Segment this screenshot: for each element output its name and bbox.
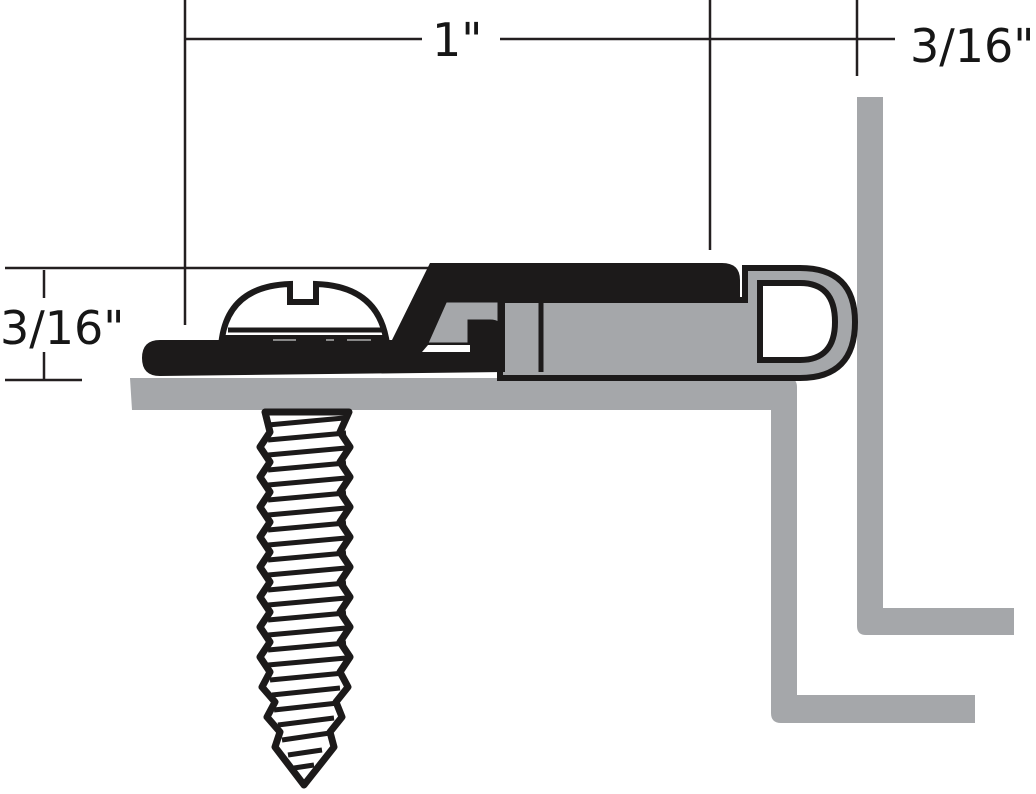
seal-hollow bbox=[757, 280, 839, 363]
door-jamb-angle bbox=[857, 97, 1014, 635]
threshold-hook-cutout bbox=[421, 297, 503, 348]
screw-shank bbox=[256, 408, 354, 789]
dimension-lines bbox=[5, 0, 895, 382]
dimension-height-label: 3/16" bbox=[0, 301, 124, 355]
dimension-width-label: 1" bbox=[432, 13, 482, 67]
screw-head bbox=[218, 280, 390, 341]
dimension-gap-label: 3/16" bbox=[910, 19, 1034, 73]
mounting-angle-bracket bbox=[130, 378, 975, 723]
